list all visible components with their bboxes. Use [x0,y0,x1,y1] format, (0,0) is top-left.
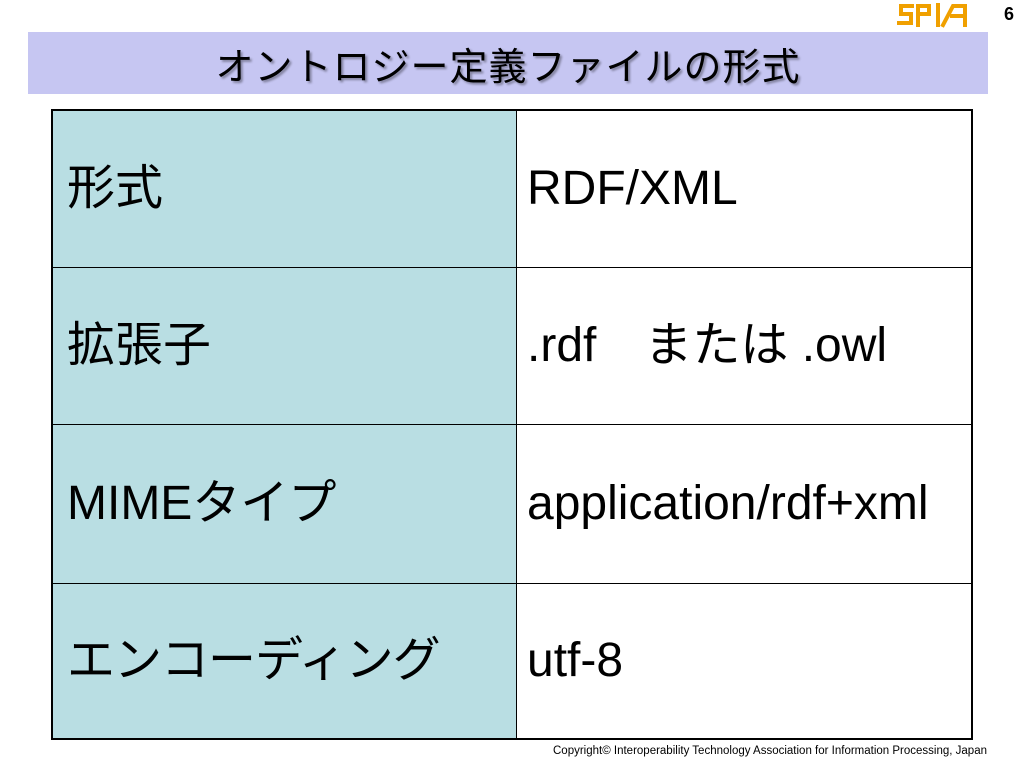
title-bar: オントロジー定義ファイルの形式 [28,32,988,94]
table-row: エンコーディング utf-8 [51,582,973,740]
row-key: 形式 [51,109,517,268]
table-row: 形式 RDF/XML [51,109,973,268]
row-value: application/rdf+xml [516,423,973,584]
table-row: 拡張子 .rdf または .owl [51,266,973,425]
spia-logo [897,2,969,28]
page-number: 6 [1003,4,1014,24]
row-value: RDF/XML [516,109,973,268]
row-value: .rdf または .owl [516,266,973,425]
slide-title: オントロジー定義ファイルの形式 [215,44,801,89]
row-key: 拡張子 [51,266,517,425]
row-key: MIMEタイプ [51,423,517,584]
spec-table: 形式 RDF/XML 拡張子 .rdf または .owl MIMEタイプ app… [51,109,973,740]
row-value: utf-8 [516,582,973,740]
copyright-text: Copyright© Interoperability Technology A… [553,745,987,757]
row-key: エンコーディング [51,582,517,740]
table-row: MIMEタイプ application/rdf+xml [51,423,973,584]
